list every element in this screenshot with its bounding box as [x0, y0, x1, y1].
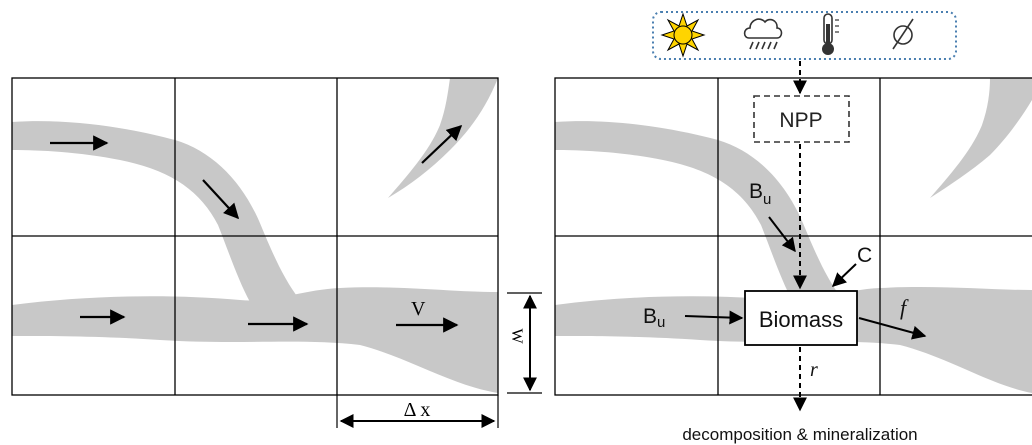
rain-drop [749, 41, 754, 50]
nutrient-circle [893, 25, 913, 45]
width-label: W [508, 328, 525, 344]
drivers-box-border [652, 11, 957, 60]
rain-drop [761, 41, 766, 50]
carbon-input: C [831, 244, 872, 287]
velocity-label: V [411, 298, 426, 320]
npp-box-border [753, 95, 850, 143]
biomass-box-border [744, 290, 858, 346]
export-output: f [858, 295, 927, 340]
sun-icon [660, 12, 706, 58]
grid-cells [11, 77, 499, 396]
right-panel: NPP Biomass Bu C Bu [554, 11, 1032, 444]
flow-arrow [421, 124, 463, 164]
export-arrow [858, 317, 927, 340]
width-measure: W [507, 292, 542, 394]
biomass-label: Biomass [759, 307, 843, 332]
upstream-input-upper: Bu [749, 180, 796, 253]
cloud-shape [743, 18, 783, 39]
river-upper-channel [12, 121, 300, 302]
carbon-arrow [831, 263, 857, 287]
river-channels [12, 78, 498, 393]
dx-label: Δ x [404, 399, 431, 421]
respiration-output: r [793, 347, 818, 412]
nutrient-icon [892, 18, 914, 50]
export-label: f [900, 295, 909, 320]
flow-arrow [202, 179, 240, 220]
rain-drop [755, 41, 760, 50]
npp-box: NPP [753, 95, 850, 143]
npp-label: NPP [779, 109, 822, 132]
respiration-label: r [810, 359, 818, 381]
drivers-box [652, 11, 957, 60]
upstream-input-left: Bu [643, 305, 744, 331]
rain-drop [767, 41, 772, 50]
bu-arrow-upper [768, 216, 796, 253]
rain-drop [773, 41, 778, 50]
dx-measure: Δ x [336, 395, 499, 428]
bu-label-upper: Bu [749, 180, 771, 208]
bu-label-left: Bu [643, 305, 665, 331]
thermometer-icon [822, 13, 839, 55]
bu-arrow-left [684, 310, 744, 325]
carbon-label: C [857, 244, 872, 267]
nutrient-slash [892, 18, 914, 50]
biomass-box: Biomass [744, 290, 858, 346]
rain-cloud-icon [743, 18, 783, 50]
thermometer-bulb [822, 43, 834, 55]
river-upper-channel [555, 121, 843, 302]
footer-label: decomposition & mineralization [682, 425, 917, 444]
river-side-channel [388, 78, 498, 198]
sun-disc [673, 25, 693, 45]
left-panel: V W Δ x [11, 77, 542, 428]
river-main-channel [12, 287, 498, 393]
flow-arrows [50, 124, 463, 333]
river-side-channel [930, 78, 1032, 198]
